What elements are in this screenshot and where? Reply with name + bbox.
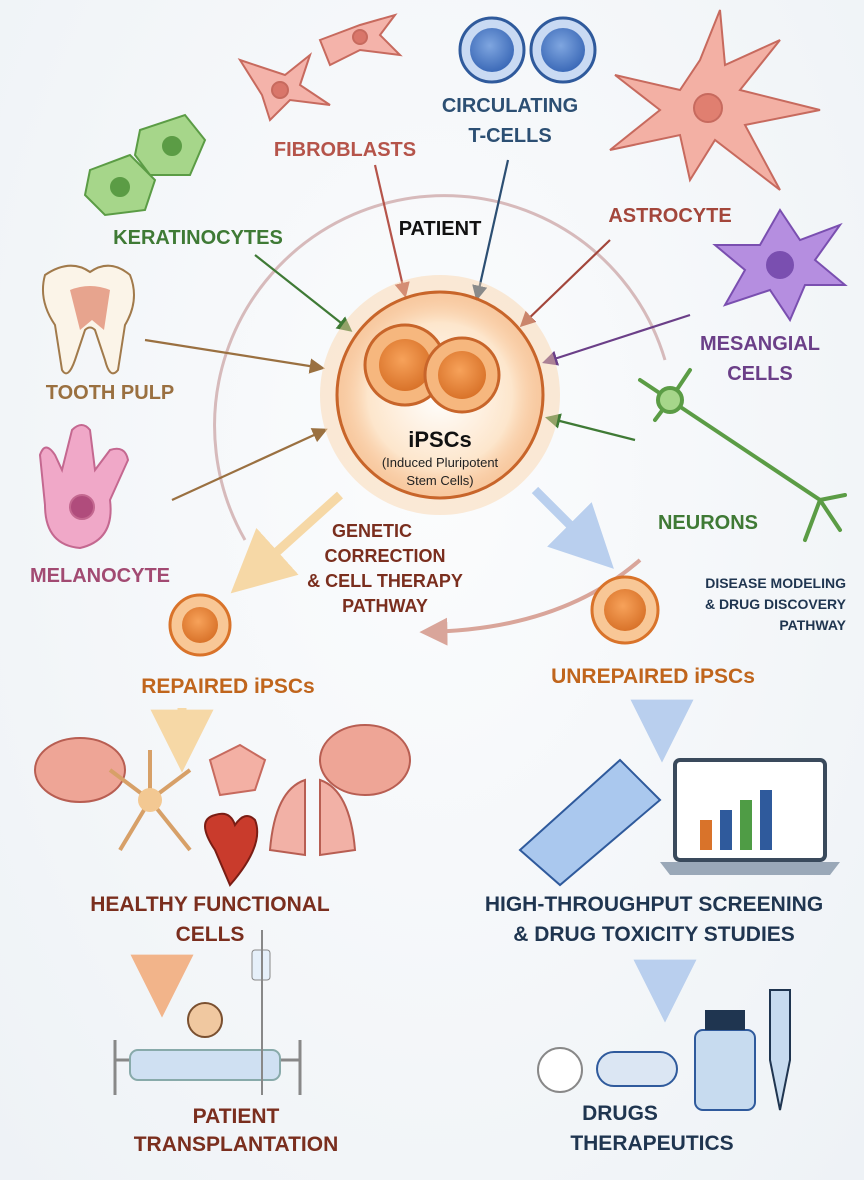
therapy-pathway-1: GENETIC (332, 521, 412, 541)
label-melanocyte: MELANOCYTE (30, 565, 170, 587)
astrocyte-icon (609, 9, 821, 191)
arrow-tcells (472, 159, 510, 302)
keratinocyte-icon (83, 113, 207, 217)
therapy-pathway-4: PATHWAY (342, 596, 428, 616)
brain-section-icon (319, 724, 411, 796)
label-healthy-1: HEALTHY FUNCTIONAL (90, 893, 330, 916)
mesangial-icon (712, 208, 848, 323)
ring-arc (213, 194, 667, 541)
lungs-icon (268, 778, 357, 857)
label-tcells-2: T-CELLS (468, 125, 551, 147)
arrow-astrocyte (519, 239, 611, 328)
label-astrocyte: ASTROCYTE (608, 205, 731, 227)
therapy-pathway-3: & CELL THERAPY (307, 571, 463, 591)
fibroblast-icon (237, 13, 403, 122)
label-repaired-ipscs: REPAIRED iPSCs (141, 675, 315, 698)
center-subtitle-1: (Induced Pluripotent (382, 455, 499, 470)
dropper-icon (769, 989, 791, 1111)
melanocyte-icon (38, 424, 130, 550)
ipsc-center: iPSCs (Induced Pluripotent Stem Cells) (320, 275, 560, 515)
label-drugs-2: THERAPEUTICS (570, 1132, 733, 1155)
brain-icon (34, 737, 126, 803)
label-mesangial-2: CELLS (727, 363, 793, 385)
label-neurons: NEURONS (658, 512, 758, 534)
healthy-organs-icon (34, 724, 411, 887)
label-screening-2: & DRUG TOXICITY STUDIES (513, 923, 795, 946)
arrow-keratinocytes (254, 254, 353, 332)
arrow-to-repaired (230, 491, 344, 594)
discovery-pathway-1: DISEASE MODELING (705, 575, 846, 591)
arrow-melanocyte (171, 428, 328, 502)
label-tooth-pulp: TOOTH PULP (46, 382, 175, 404)
label-screening-1: HIGH-THROUGHPUT SCREENING (485, 893, 823, 916)
well-plate-icon (518, 758, 662, 887)
repaired-ipsc-icon (168, 593, 232, 657)
discovery-pathway-3: PATHWAY (779, 617, 846, 633)
fibroblast-cell-icon (208, 743, 267, 797)
laptop-chart-icon (660, 758, 840, 875)
label-patient: PATIENT (399, 218, 482, 240)
label-transplant-2: TRANSPLANTATION (134, 1133, 339, 1156)
label-drugs-1: DRUGS (582, 1102, 658, 1125)
tablet-icon (537, 1047, 583, 1093)
patient-head-icon (187, 1002, 223, 1038)
label-transplant-1: PATIENT (193, 1105, 280, 1128)
arrow-neurons (545, 413, 636, 442)
arrow-to-unrepaired (531, 486, 614, 569)
label-keratinocytes: KERATINOCYTES (113, 227, 283, 249)
discovery-pathway-2: & DRUG DISCOVERY (705, 596, 847, 612)
heart-icon (204, 812, 259, 887)
unrepaired-ipsc-icon (590, 575, 660, 645)
arrow-fibroblasts (373, 164, 410, 299)
vial-icon (694, 1029, 756, 1111)
source-arrows (144, 159, 691, 502)
arrow-mesangial (542, 313, 691, 366)
drugs-icon (537, 989, 791, 1111)
therapy-pathway-2: CORRECTION (325, 546, 446, 566)
tcell-icon (458, 16, 597, 84)
label-fibroblasts: FIBROBLASTS (274, 139, 416, 161)
label-unrepaired-ipscs: UNREPAIRED iPSCs (551, 665, 755, 688)
hospital-bed-icon (113, 930, 302, 1095)
label-tcells-1: CIRCULATING (442, 95, 578, 117)
capsule-icon (596, 1051, 678, 1087)
tooth-icon (42, 264, 135, 375)
label-mesangial-1: MESANGIAL (700, 333, 820, 355)
center-subtitle-2: Stem Cells) (406, 473, 473, 488)
label-healthy-2: CELLS (176, 923, 245, 946)
neuron-icon (638, 368, 847, 542)
center-title: iPSCs (408, 427, 472, 452)
arrow-tooth (144, 338, 326, 374)
